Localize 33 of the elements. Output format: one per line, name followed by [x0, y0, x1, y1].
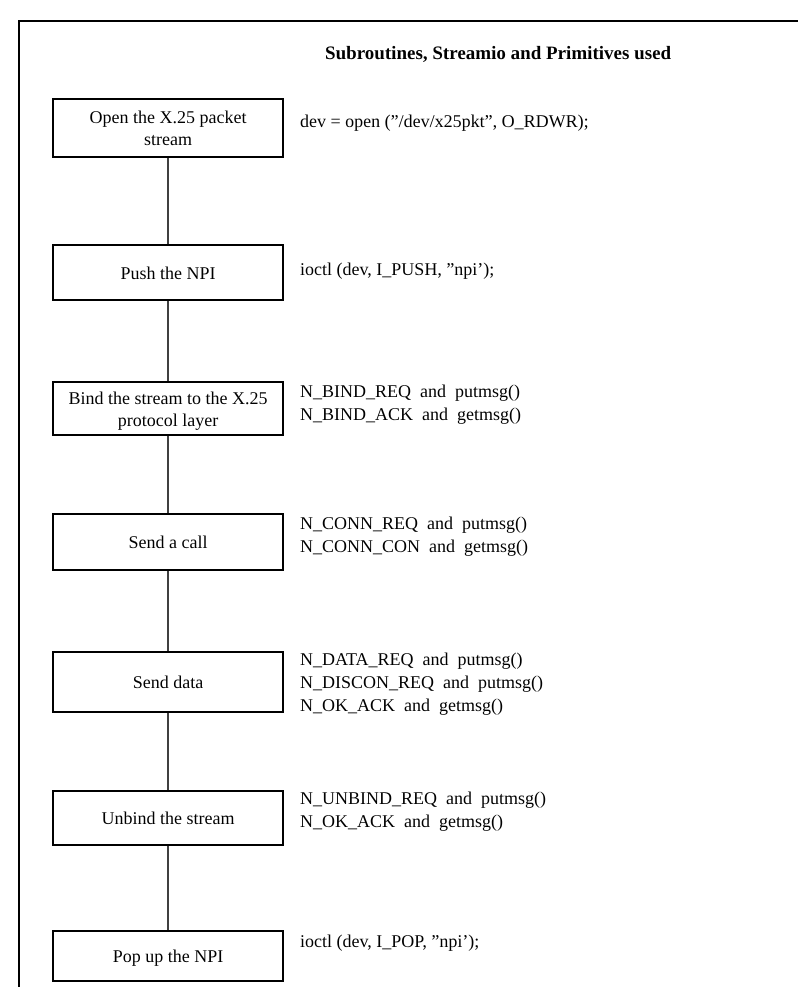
step-label: Push the NPI	[120, 262, 216, 284]
code-call: N_UNBIND_REQ and putmsg()	[300, 787, 546, 810]
connector-line	[167, 436, 169, 513]
code-call: ioctl (dev, I_POP, ”npi’);	[300, 930, 480, 953]
process-box	[52, 513, 284, 571]
code-call: N_OK_ACK and getmsg()	[300, 810, 504, 833]
process-box	[52, 790, 284, 846]
code-call: N_DATA_REQ and putmsg()	[300, 648, 524, 671]
code-call: N_OK_ACK and getmsg()	[300, 694, 504, 717]
process-box	[52, 930, 284, 982]
connector-line	[167, 301, 169, 381]
connector-line	[167, 158, 169, 244]
connector-line	[167, 571, 169, 651]
code-call: ioctl (dev, I_PUSH, ”npi’);	[300, 258, 494, 281]
step-label: Send data	[132, 671, 204, 693]
process-box	[52, 98, 284, 158]
code-call: N_DISCON_REQ and putmsg()	[300, 671, 543, 694]
connector-line	[167, 713, 169, 790]
code-call: N_BIND_REQ and putmsg()	[300, 380, 521, 403]
column-heading: Subroutines, Streamio and Primitives used	[325, 42, 672, 66]
step-label: Send a call	[128, 531, 208, 553]
code-call: N_CONN_REQ and putmsg()	[300, 512, 528, 535]
step-label: Pop up the NPI	[112, 945, 224, 967]
process-box	[52, 651, 284, 713]
code-call: N_BIND_ACK and getmsg()	[300, 403, 521, 426]
process-box	[52, 244, 284, 301]
step-label: Unbind the stream	[102, 807, 234, 829]
code-call: N_CONN_CON and getmsg()	[300, 535, 528, 558]
step-label: Open the X.25 packet stream	[88, 106, 248, 150]
code-call: dev = open (”/dev/x25pkt”, O_RDWR);	[300, 110, 589, 133]
process-box	[52, 381, 284, 436]
step-label: Bind the stream to the X.25 protocol layer	[68, 386, 268, 430]
connector-line	[167, 846, 169, 930]
